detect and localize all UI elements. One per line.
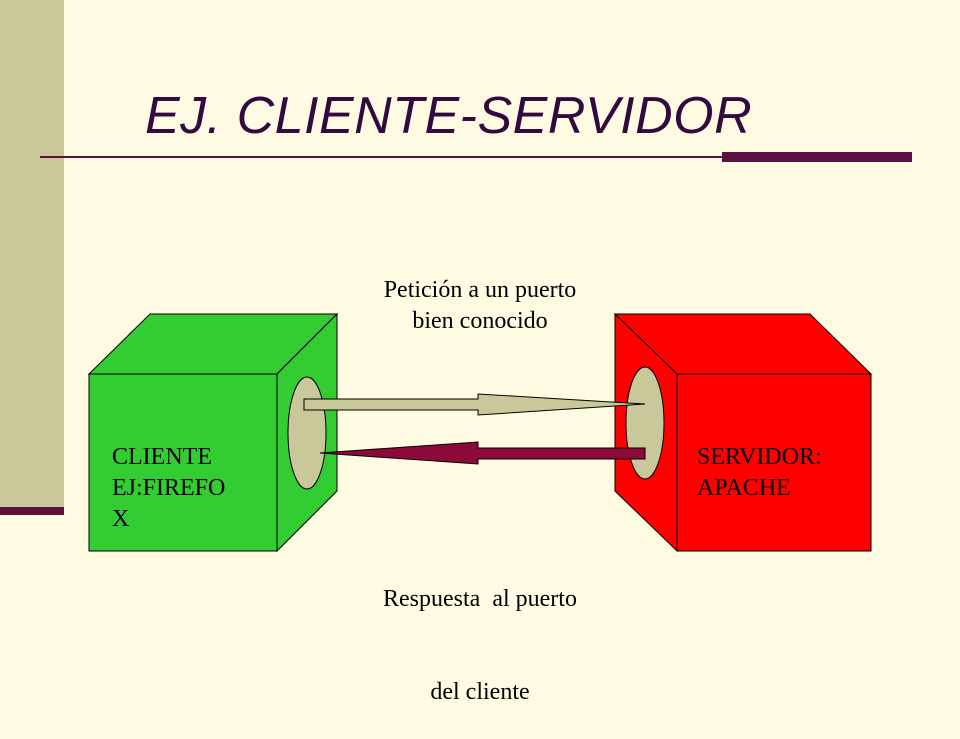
title-underline-accent bbox=[722, 152, 912, 162]
request-label-line: bien conocido bbox=[412, 308, 548, 334]
server-port bbox=[625, 366, 665, 480]
server-cube-front bbox=[676, 373, 872, 552]
client-label-line: CLIENTE bbox=[112, 444, 212, 470]
server-label-line: SERVIDOR: bbox=[697, 444, 822, 470]
request-label: Petición a un puerto bien conocido bbox=[330, 275, 630, 337]
request-label-line: Petición a un puerto bbox=[383, 277, 577, 303]
request-arrow bbox=[303, 393, 646, 416]
response-label-line: Respuesta al puerto bbox=[383, 586, 577, 612]
client-label: CLIENTE EJ:FIREFO X bbox=[112, 442, 277, 535]
client-server-diagram bbox=[87, 312, 873, 553]
client-port bbox=[287, 376, 327, 490]
title-underline bbox=[40, 156, 912, 158]
response-label: Respuesta al puerto del cliente bbox=[330, 522, 630, 739]
server-label-line: APACHE bbox=[697, 475, 791, 501]
side-decor-accent bbox=[0, 507, 64, 515]
client-cube-front bbox=[88, 373, 278, 552]
response-arrow bbox=[319, 441, 646, 465]
client-label-line: X bbox=[112, 506, 130, 532]
client-label-line: EJ:FIREFO bbox=[112, 475, 226, 501]
slide-title: EJ. CLIENTE-SERVIDOR bbox=[145, 87, 753, 145]
response-label-line: del cliente bbox=[430, 679, 530, 705]
server-label: SERVIDOR: APACHE bbox=[697, 442, 869, 504]
side-decor-bar bbox=[0, 0, 64, 512]
server-cube bbox=[613, 312, 873, 553]
